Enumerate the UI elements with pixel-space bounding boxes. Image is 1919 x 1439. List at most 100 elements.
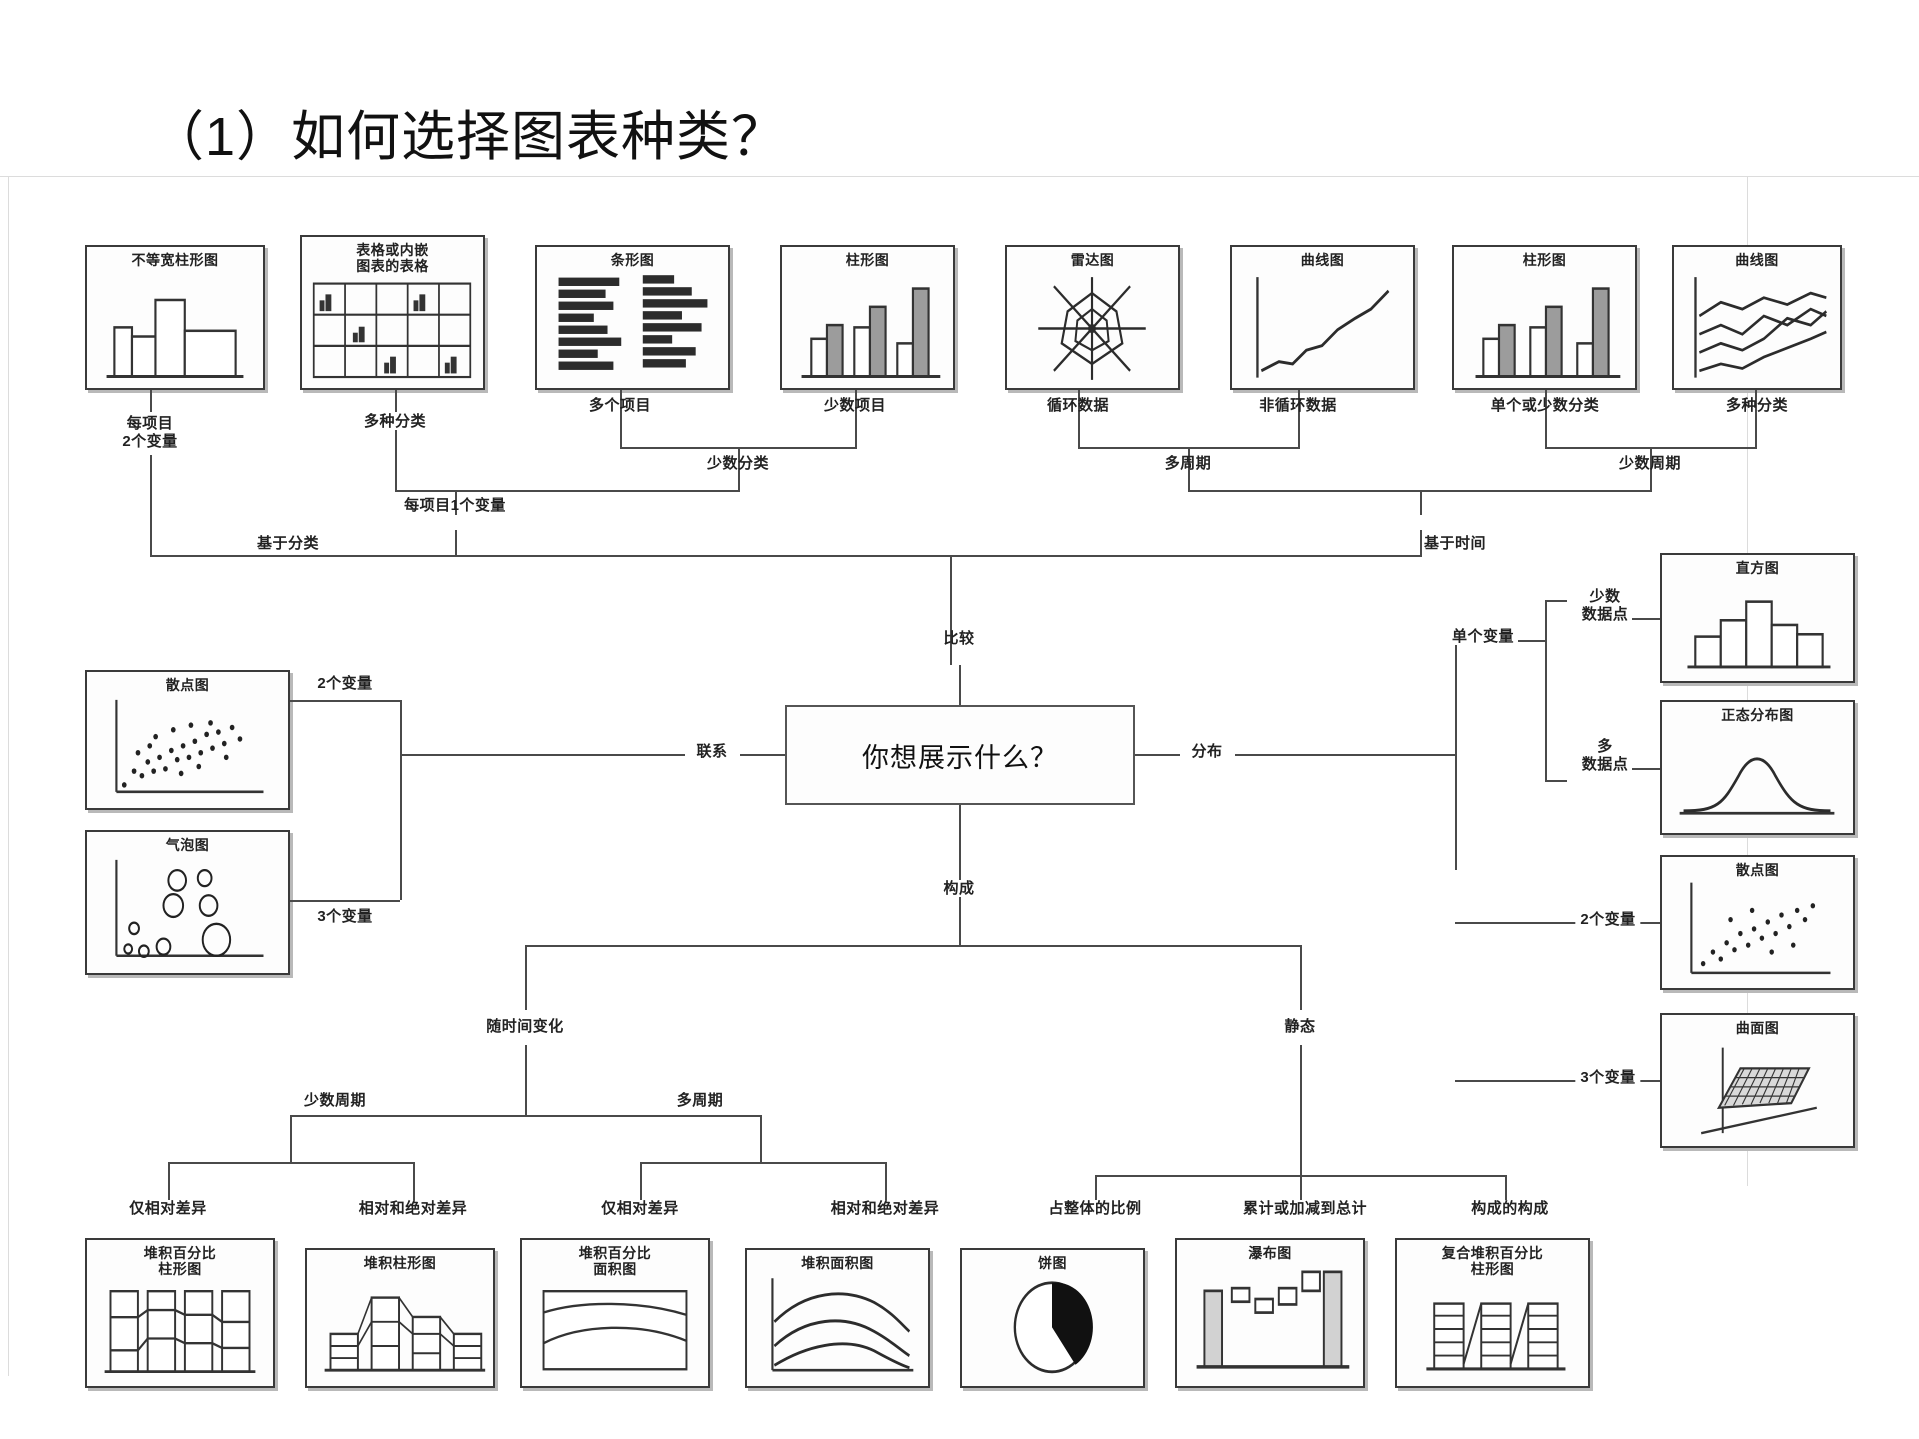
chart-card-radar-chart[interactable]: 雷达图	[1005, 245, 1180, 390]
label-few-items: 少数项目	[823, 397, 887, 414]
table-with-charts-icon	[302, 274, 483, 388]
label-many-items: 多个项目	[588, 397, 652, 414]
chart-card-stacked-area[interactable]: 堆积面积图	[745, 1248, 930, 1388]
chart-card-composite-stacked-pct-column[interactable]: 复合堆积百分比 柱形图	[1395, 1238, 1590, 1388]
connector	[525, 1045, 527, 1115]
label-relative-absolute-b: 相对和绝对差异	[830, 1200, 940, 1217]
connector	[620, 390, 622, 447]
chart-card-column-chart-2[interactable]: 柱形图	[1452, 245, 1637, 390]
column-chart-icon	[782, 268, 953, 388]
connector	[950, 555, 1422, 557]
chart-card-stacked-pct-area[interactable]: 堆积百分比 面积图	[520, 1238, 710, 1388]
pie-chart-icon	[962, 1271, 1143, 1386]
chart-card-label: 堆积百分比 柱形图	[143, 1245, 217, 1278]
connector	[1650, 447, 1652, 490]
connector	[413, 1162, 415, 1200]
chart-card-line-chart[interactable]: 曲线图	[1230, 245, 1415, 390]
connector	[525, 945, 1300, 947]
connector	[455, 530, 457, 555]
label-per-item-one-var: 每项目1个变量	[404, 497, 506, 514]
label-cyclic-data: 循环数据	[1046, 397, 1110, 414]
chart-card-line-chart-2[interactable]: 曲线图	[1672, 245, 1842, 390]
chart-card-label: 瀑布图	[1248, 1245, 1292, 1261]
chart-card-surface[interactable]: 曲面图	[1660, 1013, 1855, 1148]
line-chart-icon	[1232, 268, 1413, 388]
connector	[1188, 447, 1190, 490]
label-composition: 构成	[935, 880, 983, 898]
chart-card-label: 饼图	[1038, 1255, 1067, 1271]
chart-card-label: 曲线图	[1300, 252, 1345, 268]
label-static: 静态	[1284, 1018, 1316, 1035]
connector	[1298, 390, 1300, 447]
chart-card-label: 堆积面积图	[801, 1255, 874, 1271]
label-over-time: 随时间变化	[486, 1018, 564, 1035]
connector	[1078, 390, 1080, 447]
connector	[950, 555, 952, 665]
waterfall-chart-icon	[1177, 1261, 1363, 1386]
connector	[1420, 530, 1422, 555]
chart-card-stacked-pct-column[interactable]: 堆积百分比 柱形图	[85, 1238, 275, 1388]
chart-card-label: 堆积百分比 面积图	[578, 1245, 652, 1278]
chart-card-label: 曲线图	[1735, 252, 1779, 268]
chart-card-bar-chart[interactable]: 条形图	[535, 245, 730, 390]
connector	[640, 1162, 642, 1200]
label-many-data-points: 多 数据点	[1581, 738, 1629, 773]
chart-card-histogram[interactable]: 直方图	[1660, 553, 1855, 683]
connector	[1300, 1175, 1302, 1200]
label-three-vars-right: 3个变量	[1575, 1069, 1641, 1087]
chart-card-label: 柱形图	[845, 252, 890, 268]
connector	[150, 390, 152, 412]
chart-card-variable-width-column[interactable]: 不等宽柱形图	[85, 245, 265, 390]
connector	[1300, 945, 1302, 1010]
label-few-data-points: 少数 数据点	[1581, 588, 1629, 623]
label-compare: 比较	[943, 630, 975, 647]
connector	[1455, 1080, 1580, 1082]
connector	[1135, 754, 1180, 756]
label-few-periods-bottom: 少数周期	[303, 1092, 367, 1109]
question-node[interactable]: 你想展示什么？	[785, 705, 1135, 805]
connector	[395, 490, 740, 492]
connector	[1632, 768, 1660, 770]
connector	[1640, 922, 1660, 924]
chart-card-waterfall[interactable]: 瀑布图	[1175, 1238, 1365, 1388]
radar-chart-icon	[1007, 268, 1178, 388]
connector	[400, 700, 402, 900]
label-two-vars-left: 2个变量	[317, 675, 373, 692]
connector	[290, 1115, 292, 1162]
connector	[740, 754, 785, 756]
connector	[1640, 1080, 1660, 1082]
slide-divider-top	[0, 176, 1919, 177]
chart-card-label: 直方图	[1735, 560, 1780, 576]
chart-card-pie[interactable]: 饼图	[960, 1248, 1145, 1388]
chart-card-label: 曲面图	[1735, 1020, 1780, 1036]
connector	[1545, 780, 1567, 782]
chart-card-scatter-left[interactable]: 散点图	[85, 670, 290, 810]
label-relative-only-a: 仅相对差异	[129, 1200, 207, 1217]
chart-card-table-with-charts[interactable]: 表格或内嵌 图表的表格	[300, 235, 485, 390]
connector	[1545, 390, 1547, 447]
chart-card-label: 堆积柱形图	[363, 1255, 437, 1271]
column-chart-2-icon	[1454, 268, 1635, 388]
label-among-categories: 基于分类	[256, 535, 320, 552]
connector	[290, 900, 400, 902]
scatter-plot-right-icon	[1662, 878, 1853, 988]
connector	[395, 390, 397, 412]
label-few-periods-top: 少数周期	[1618, 455, 1682, 472]
label-accumulation: 累计或加减到总计	[1242, 1200, 1368, 1217]
chart-card-bubble[interactable]: 气泡图	[85, 830, 290, 975]
connector	[1455, 922, 1580, 924]
label-share-of-total: 占整体的比例	[1048, 1200, 1142, 1217]
connector	[959, 665, 961, 705]
chart-card-scatter-right[interactable]: 散点图	[1660, 855, 1855, 990]
chart-card-normal-distribution[interactable]: 正态分布图	[1660, 700, 1855, 835]
slide-divider-left	[8, 176, 9, 1376]
stacked-percent-column-icon	[87, 1277, 273, 1386]
label-relationship: 联系	[696, 743, 728, 760]
chart-card-stacked-column[interactable]: 堆积柱形图	[305, 1248, 495, 1388]
label-many-categories-right: 多种分类	[1725, 397, 1789, 414]
connector	[1420, 490, 1422, 515]
chart-card-column-chart[interactable]: 柱形图	[780, 245, 955, 390]
variable-width-column-icon	[87, 268, 263, 388]
connector	[1545, 600, 1567, 602]
